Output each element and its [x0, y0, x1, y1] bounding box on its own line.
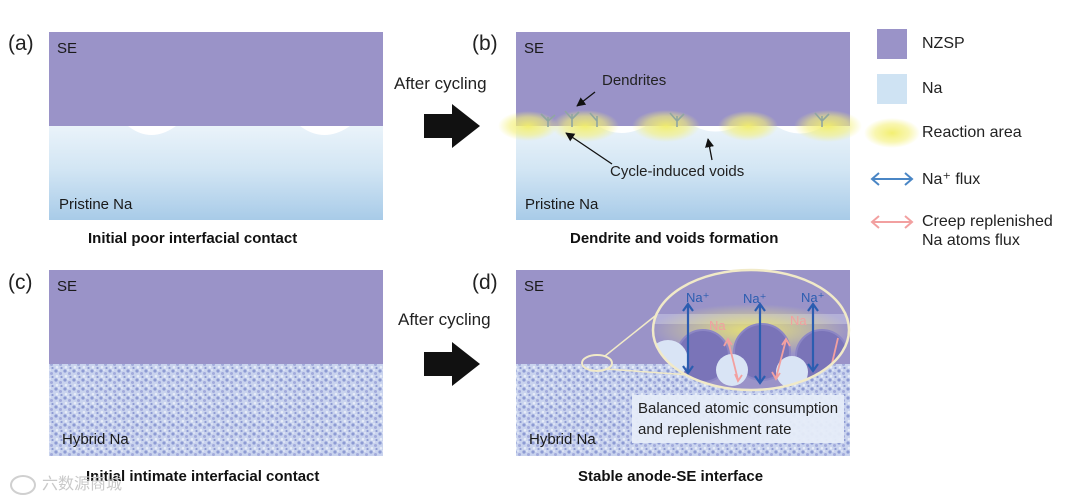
- legend-swatch-na: [877, 74, 907, 104]
- panel-letter-b: (b): [472, 32, 498, 55]
- panel-d-diagram: [516, 268, 851, 456]
- caption-c: Initial intimate interfacial contact: [86, 468, 320, 485]
- zoom-na-label-1: Na: [709, 318, 726, 333]
- legend-swatch-reaction: [864, 118, 920, 148]
- caption-d: Stable anode-SE interface: [578, 468, 764, 485]
- panel-c-diagram: [49, 270, 383, 456]
- after-cycling-label-top: After cycling: [394, 74, 487, 93]
- na-label-d: Hybrid Na: [529, 431, 596, 448]
- na-layer: [49, 126, 383, 220]
- reaction-area: [498, 111, 558, 141]
- legend-na-flux-icon: [870, 172, 914, 186]
- na-layer: [516, 126, 850, 220]
- legend-label-reaction-area: Reaction area: [922, 124, 1022, 141]
- dendrites: [540, 110, 830, 127]
- se-layer: [49, 32, 383, 126]
- reaction-area: [551, 110, 619, 142]
- se-label-c: SE: [57, 278, 78, 295]
- na-label-a: Pristine Na: [59, 196, 133, 213]
- dendrites-label: Dendrites: [602, 72, 667, 89]
- voids-arrow-1: [565, 132, 613, 165]
- zoom-line: [605, 368, 691, 376]
- legend-swatch-nzsp: [877, 29, 907, 59]
- after-cycling-label-bottom: After cycling: [398, 310, 491, 329]
- zoom-bubble-border: [651, 268, 851, 392]
- balanced-line-2: and replenishment rate: [638, 421, 792, 438]
- se-layer: [516, 32, 850, 126]
- balanced-rate-note: Balanced atomic consumption and replenis…: [632, 395, 845, 443]
- cycle-induced-voids-label: Cycle-induced voids: [610, 163, 745, 180]
- after-cycling-arrow-bottom: [424, 342, 480, 386]
- na-label-c: Hybrid Na: [62, 431, 129, 448]
- voids-arrow-2: [705, 138, 715, 161]
- legend-label-nzsp: NZSP: [922, 35, 965, 52]
- panel-letter-d: (d): [472, 271, 498, 294]
- watermark-logo-icon: [10, 474, 36, 495]
- legend-creep-line-2: Na atoms flux: [922, 232, 1020, 249]
- zoom-source-ellipse: [581, 354, 613, 372]
- legend-label-creep: Creep replenished Na atoms flux: [922, 212, 1053, 250]
- zoom-na-plus-label-1: Na⁺: [686, 290, 710, 305]
- reaction-area: [718, 111, 778, 141]
- na-flux-arrows: [682, 302, 819, 385]
- zoom-na-plus-label-3: Na⁺: [801, 290, 825, 305]
- se-label-a: SE: [57, 40, 78, 57]
- legend-creep-line-1: Creep replenished: [922, 213, 1053, 230]
- na-label-b: Pristine Na: [525, 196, 599, 213]
- se-label-b: SE: [524, 40, 545, 57]
- watermark-text: 六数源商城: [42, 476, 123, 493]
- zoom-na-plus-label-2: Na⁺: [743, 291, 767, 306]
- watermark: 六数源商城: [10, 470, 122, 495]
- panel-a-diagram: [49, 32, 383, 220]
- legend-label-na-flux: Na⁺ flux: [922, 171, 981, 188]
- legend-creep-flux-icon: [870, 215, 914, 229]
- dendrites-arrow: [576, 91, 596, 107]
- zoom-na-label-2: Na: [790, 313, 807, 328]
- caption-b: Dendrite and voids formation: [570, 230, 779, 247]
- panel-letter-a: (a): [8, 32, 34, 55]
- reaction-area: [794, 110, 862, 142]
- panel-letter-c: (c): [8, 271, 33, 294]
- se-layer: [49, 270, 383, 364]
- legend-label-na: Na: [922, 80, 943, 97]
- reaction-area: [632, 110, 700, 142]
- void: [128, 126, 176, 135]
- balanced-line-1: Balanced atomic consumption: [638, 400, 839, 417]
- hybrid-na-layer: [49, 364, 383, 456]
- se-label-d: SE: [524, 278, 545, 295]
- void: [300, 126, 350, 135]
- na-particle: [776, 356, 808, 388]
- caption-a: Initial poor interfacial contact: [88, 230, 298, 247]
- after-cycling-arrow-top: [424, 104, 480, 148]
- panel-b-diagram: [498, 32, 862, 220]
